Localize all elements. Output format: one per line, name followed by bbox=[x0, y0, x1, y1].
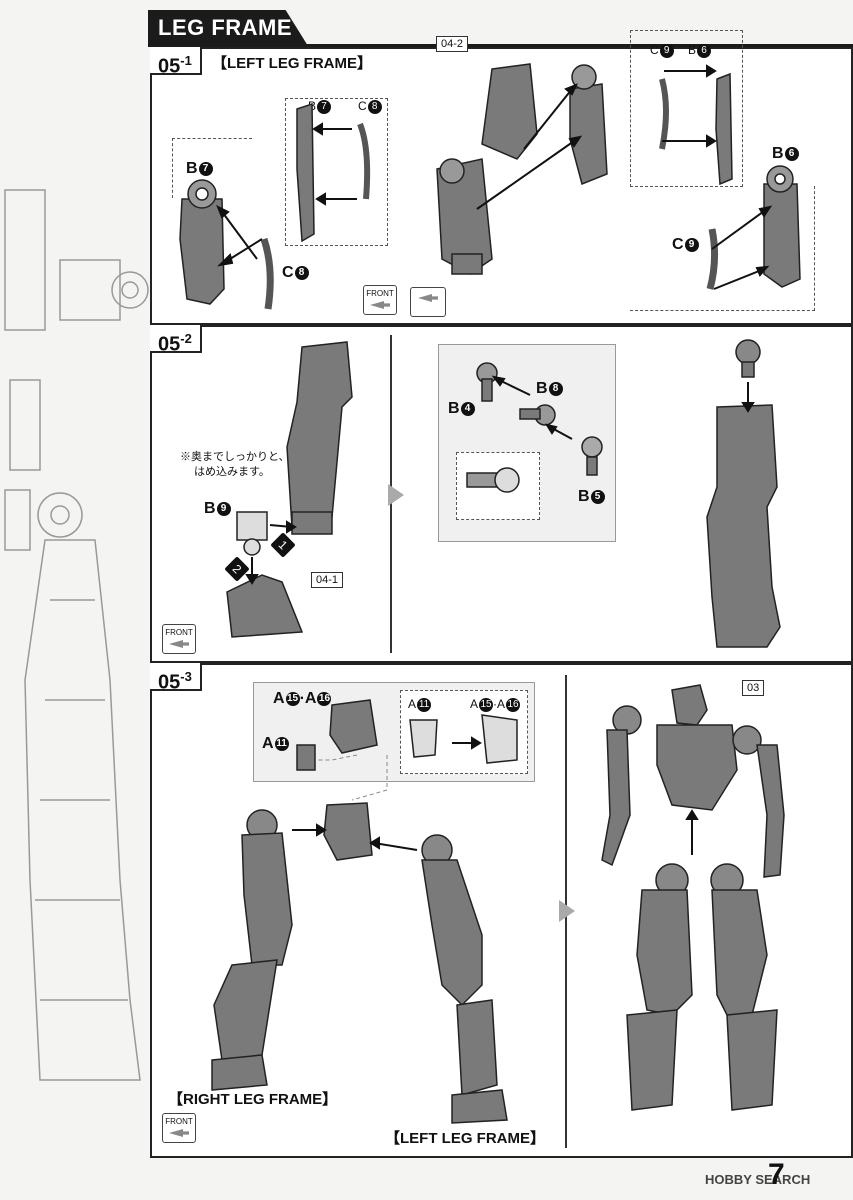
front-indicator-1a: FRONT bbox=[363, 285, 397, 315]
step-05-2-number: 05-2 bbox=[150, 325, 202, 356]
subassembly-box-left bbox=[285, 98, 388, 246]
ref-04-1: 04-1 bbox=[311, 572, 344, 588]
step-05-2-parts-diagram bbox=[226, 339, 781, 648]
assembly-note: ※奥までしっかりと、 はめ込みます。 bbox=[180, 451, 290, 478]
step-05-1-title: 【LEFT LEG FRAME】 bbox=[212, 55, 372, 72]
next-arrow-05-2 bbox=[388, 484, 404, 506]
watermark: HOBBY SEARCH bbox=[705, 1172, 811, 1187]
left-leg-label: 【LEFT LEG FRAME】 bbox=[385, 1130, 545, 1147]
step-sub-number: 1 bbox=[184, 53, 192, 68]
ref-04-2: 04-2 bbox=[436, 36, 469, 52]
step-05-1-parts-diagram bbox=[179, 63, 801, 310]
page-number: 7 bbox=[768, 1158, 785, 1191]
front-indicator-2: FRONT bbox=[162, 624, 196, 654]
step-05-3-parts-diagram bbox=[211, 684, 785, 1124]
callout-line-left bbox=[172, 138, 252, 198]
header-rule bbox=[148, 44, 853, 47]
step-05-1-number: 05-1 bbox=[150, 47, 202, 78]
front-indicator-1b bbox=[410, 287, 446, 317]
step-05-3-number: 05-3 bbox=[150, 663, 202, 694]
front-indicator-3: FRONT bbox=[162, 1113, 196, 1143]
callout-line-right bbox=[630, 186, 815, 311]
step-number: 05 bbox=[158, 55, 181, 78]
background-robot-illustration bbox=[4, 189, 149, 1081]
ref-03: 03 bbox=[742, 680, 765, 696]
step-sub: - bbox=[180, 53, 185, 68]
right-leg-label: 【RIGHT LEG FRAME】 bbox=[168, 1091, 338, 1108]
subassembly-box-right bbox=[630, 30, 743, 187]
section-title: LEG FRAME bbox=[148, 10, 308, 46]
next-arrow-05-3 bbox=[559, 900, 575, 922]
